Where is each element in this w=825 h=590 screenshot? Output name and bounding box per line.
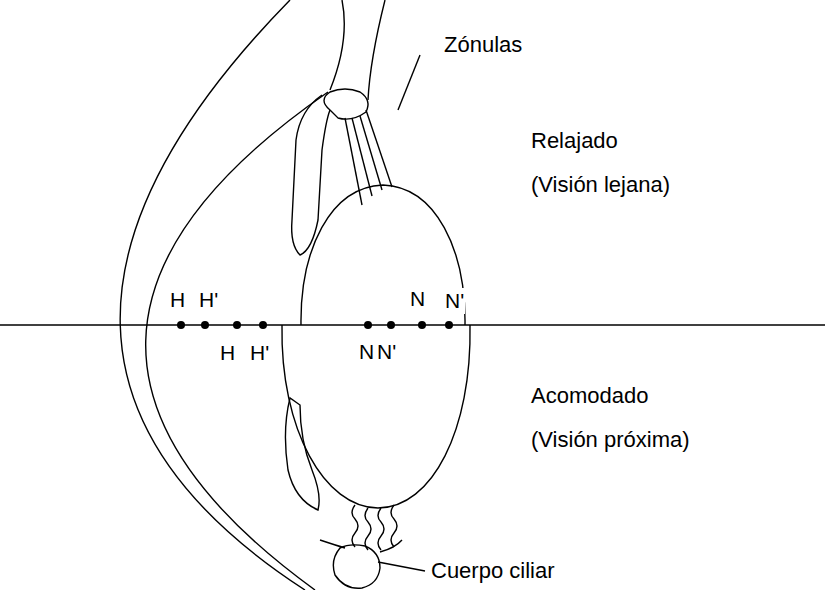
ciliary-edge — [320, 540, 345, 548]
part-label: Zónulas — [443, 32, 523, 58]
cornea-outer — [120, 0, 305, 590]
sclera-line — [368, 0, 385, 100]
iris — [292, 95, 330, 255]
point-label: H' — [249, 340, 270, 366]
state-label: (Visión próxima) — [530, 427, 691, 453]
ciliary-body — [333, 545, 380, 588]
principal-point — [177, 321, 185, 329]
nodal-point — [418, 321, 426, 329]
nodal-point — [364, 321, 372, 329]
principal-point — [233, 321, 241, 329]
zonule — [366, 110, 392, 187]
point-label: N — [358, 339, 375, 365]
point-label: N — [409, 286, 426, 312]
sclera-line — [330, 0, 344, 90]
cornea-inner — [146, 92, 328, 590]
state-label: Relajado — [530, 128, 619, 154]
ciliary-edge — [380, 540, 402, 552]
state-label: (Visión lejana) — [530, 172, 671, 198]
leader-line — [398, 55, 420, 110]
zonule — [352, 505, 358, 547]
zonule — [378, 508, 384, 550]
zonule — [391, 505, 397, 547]
lens-accommodated — [282, 325, 470, 508]
optical-axis — [0, 324, 825, 325]
zonule — [365, 508, 371, 550]
principal-point — [259, 321, 267, 329]
point-label: H — [169, 287, 186, 313]
point-label: H — [219, 340, 236, 366]
nodal-point — [445, 321, 453, 329]
point-label: N' — [376, 339, 397, 365]
zonule — [352, 118, 372, 196]
point-label: N' — [444, 288, 465, 314]
ciliary-body — [324, 89, 368, 119]
lens-relaxed — [301, 185, 465, 325]
part-label: Cuerpo ciliar — [430, 558, 556, 584]
point-label: H' — [198, 287, 219, 313]
nodal-point — [387, 321, 395, 329]
principal-point — [201, 321, 209, 329]
zonule — [345, 118, 362, 205]
state-label: Acomodado — [530, 383, 649, 409]
zonule — [360, 116, 382, 190]
leader-line — [378, 562, 425, 571]
iris — [285, 398, 319, 510]
